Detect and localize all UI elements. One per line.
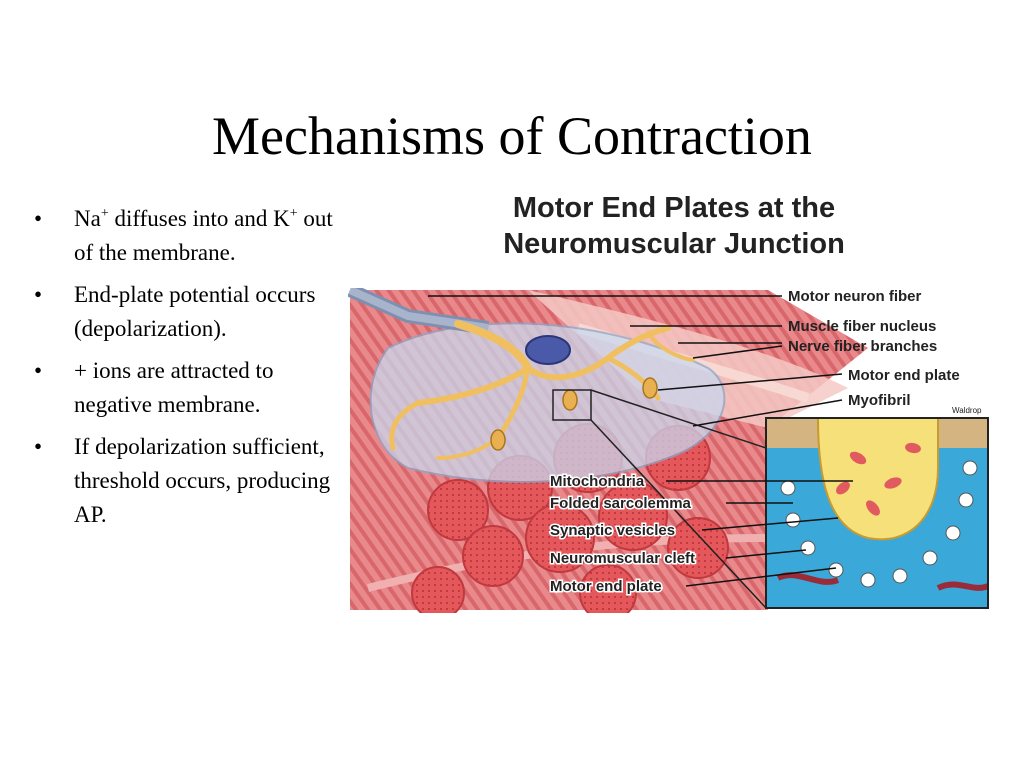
superscript-plus: + [289, 206, 298, 221]
label-mitochondria: Mitochondria [550, 473, 645, 490]
bullet-text: + ions are attracted to negative membran… [74, 358, 274, 417]
motor-end-plates [490, 377, 658, 451]
bullet-text-mid: diffuses into and K [108, 206, 290, 231]
label-myofibril: Myofibril [848, 392, 911, 409]
bullet-item: • Na+ diffuses into and K+ out of the me… [32, 202, 352, 270]
inset-leader-lines [666, 480, 853, 587]
bullet-item: • End-plate potential occurs (depolariza… [32, 278, 352, 346]
slide-title: Mechanisms of Contraction [212, 106, 812, 166]
bullet-glyph: • [34, 434, 43, 459]
anatomy-illustration: Motor neuron fiber Muscle fiber nucleus … [348, 288, 989, 613]
illustrator-credit: Waldrop [952, 406, 982, 415]
bullet-item: • + ions are attracted to negative membr… [32, 354, 352, 422]
bullet-text-na: Na [74, 206, 101, 231]
bullet-item: • If depolarization sufficient, threshol… [32, 430, 352, 532]
label-folded-sarcolemma: Folded sarcolemma [550, 495, 692, 512]
superscript-plus: + [100, 206, 109, 221]
label-nerve-fiber-branches: Nerve fiber branches [788, 338, 937, 355]
label-motor-end-plate-bottom: Motor end plate [550, 578, 662, 595]
inset-magnified-view [766, 418, 988, 608]
sarcolemma-sheath [369, 322, 726, 483]
bullet-glyph: • [34, 206, 43, 231]
motor-neuron-fiber [348, 288, 695, 460]
bullet-list: • Na+ diffuses into and K+ out of the me… [32, 202, 352, 540]
label-synaptic-vesicles: Synaptic vesicles [550, 522, 675, 539]
neuromuscular-junction-figure: Motor End Plates at the Neuromuscular Ju… [348, 190, 1000, 615]
zoom-box [552, 389, 592, 421]
bullet-text: If depolarization sufficient, threshold … [74, 434, 331, 527]
bullet-glyph: • [34, 282, 43, 307]
figure-title: Motor End Plates at the Neuromuscular Ju… [348, 190, 1000, 262]
label-motor-neuron-fiber: Motor neuron fiber [788, 288, 921, 305]
bullet-text-post: out of the membrane. [74, 206, 333, 265]
right-leader-lines [428, 295, 843, 427]
label-neuromuscular-cleft: Neuromuscular cleft [550, 550, 695, 567]
label-muscle-fiber-nucleus: Muscle fiber nucleus [788, 318, 936, 335]
figure-title-line1: Motor End Plates at the [512, 192, 836, 224]
bullet-text: End-plate potential occurs (depolarizati… [74, 282, 316, 341]
bullet-glyph: • [34, 358, 43, 383]
figure-title-line2: Neuromuscular Junction [503, 228, 845, 260]
label-motor-end-plate-top: Motor end plate [848, 367, 960, 384]
muscle-fiber-nucleus [525, 335, 571, 365]
